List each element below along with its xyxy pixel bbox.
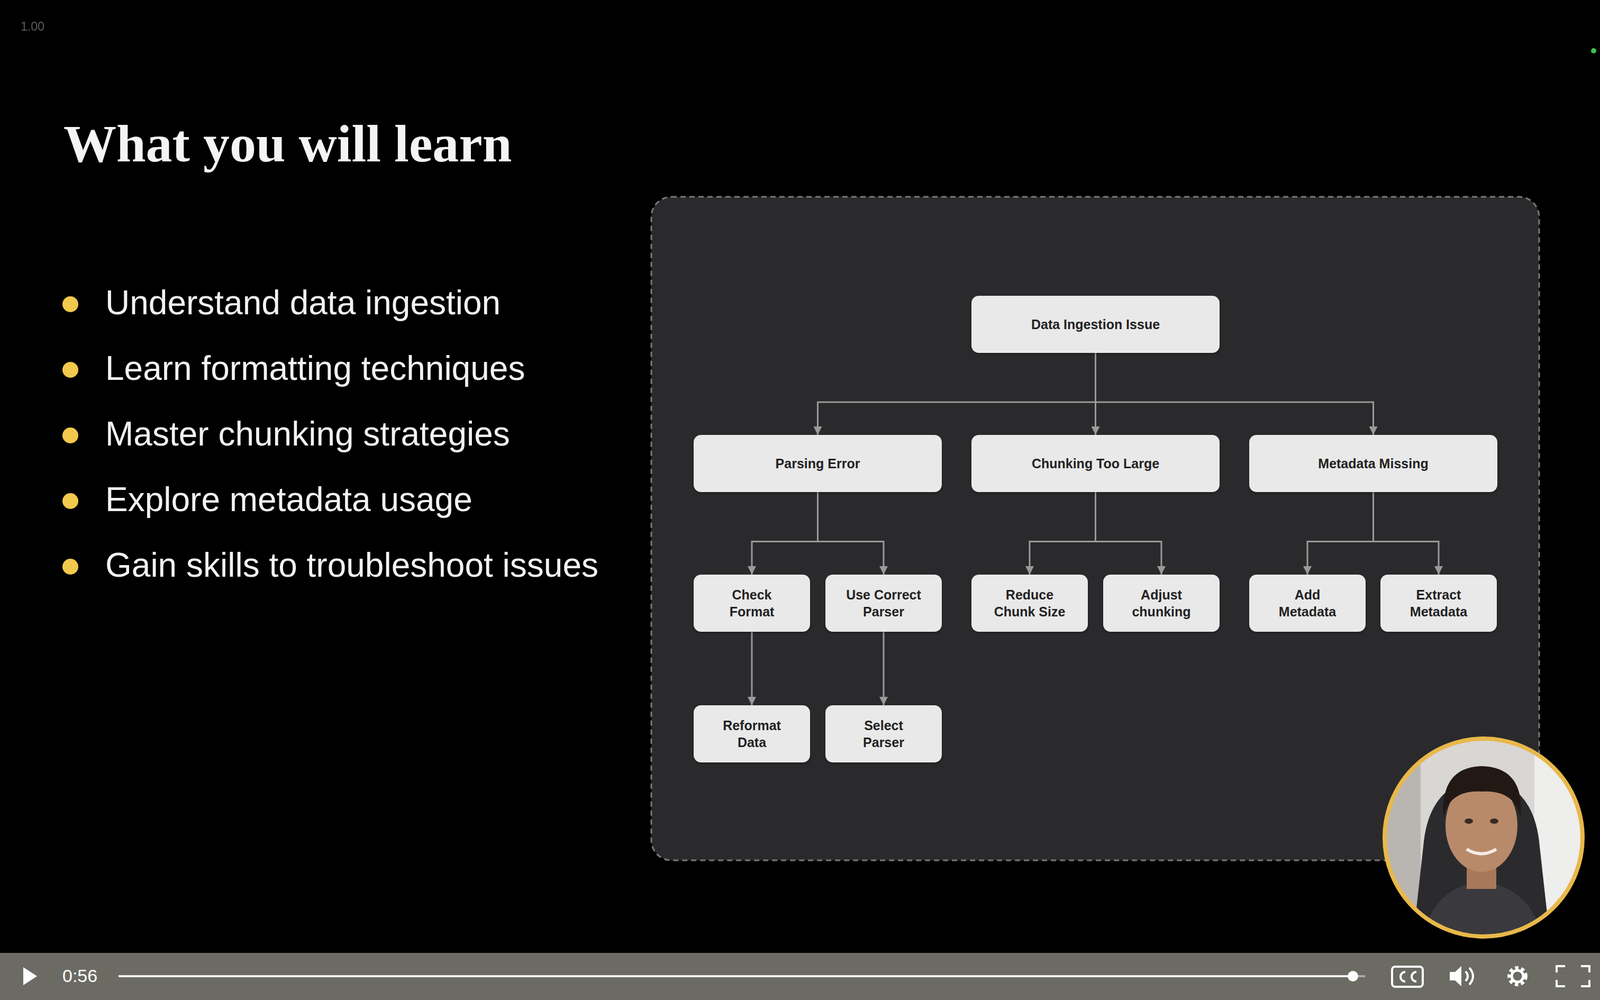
bullet-text: Understand data ingestion (105, 283, 501, 323)
fullscreen-icon (1556, 966, 1590, 987)
process-box: Select Parser (825, 705, 942, 763)
play-icon (23, 967, 38, 986)
process-box: Parsing Error (693, 434, 942, 493)
box-label: Reformat Data (712, 716, 792, 752)
tree-connector (883, 631, 885, 706)
box-label: Chunking Too Large (1031, 455, 1160, 473)
process-box: Check Format (693, 574, 811, 632)
playback-speed: 1.00 (20, 19, 45, 34)
box-label: Data Ingestion Issue (1031, 315, 1160, 334)
slide-title: What you will learn (63, 117, 512, 171)
volume-icon (1449, 966, 1474, 987)
bullet-text: Explore metadata usage (105, 480, 473, 520)
process-box: Extract Metadata (1380, 574, 1497, 632)
process-box: Chunking Too Large (971, 434, 1220, 493)
tree-connector (1307, 492, 1374, 575)
tree-connector (817, 352, 1096, 435)
box-label: Check Format (712, 586, 792, 621)
tree-connector (1095, 352, 1374, 435)
progress-played (118, 975, 1353, 978)
box-label: Select Parser (843, 716, 924, 752)
caption-icon (1392, 966, 1423, 987)
box-label: Metadata Missing (1317, 455, 1429, 473)
process-box: Data Ingestion Issue (971, 295, 1220, 353)
process-box: Adjust chunking (1103, 574, 1220, 632)
process-box: Use Correct Parser (825, 574, 942, 632)
box-label: Use Correct Parser (843, 586, 924, 621)
tree-connector (1095, 492, 1162, 575)
process-box: Metadata Missing (1249, 434, 1498, 493)
video-time: 0:56 (62, 965, 98, 987)
status-dot (1591, 48, 1597, 54)
box-label: Adjust chunking (1121, 586, 1202, 621)
tree-connector (817, 492, 885, 575)
player-bar (0, 952, 1600, 1000)
process-box: Add Metadata (1249, 574, 1366, 632)
box-label: Extract Metadata (1398, 586, 1479, 621)
progress-track (118, 975, 1366, 978)
presenter-webcam (1383, 737, 1588, 942)
bullet-dots (62, 296, 79, 575)
box-label: Add Metadata (1267, 586, 1348, 621)
diagram-panel (651, 196, 1540, 861)
process-box: Reformat Data (693, 705, 811, 763)
tree-connector (751, 631, 753, 706)
bullet-text: Master chunking strategies (105, 414, 511, 454)
box-label: Reduce Chunk Size (989, 586, 1070, 621)
box-label: Parsing Error (775, 455, 861, 473)
bullet-text: Learn formatting techniques (105, 349, 525, 389)
bullet-text: Gain skills to troubleshoot issues (105, 546, 599, 586)
tree-connector (1373, 492, 1440, 575)
progress-knob (1347, 970, 1359, 982)
tree-connector (1029, 492, 1096, 575)
tree-connector (751, 492, 818, 575)
process-box: Reduce Chunk Size (971, 574, 1088, 632)
settings-icon (1509, 968, 1526, 985)
